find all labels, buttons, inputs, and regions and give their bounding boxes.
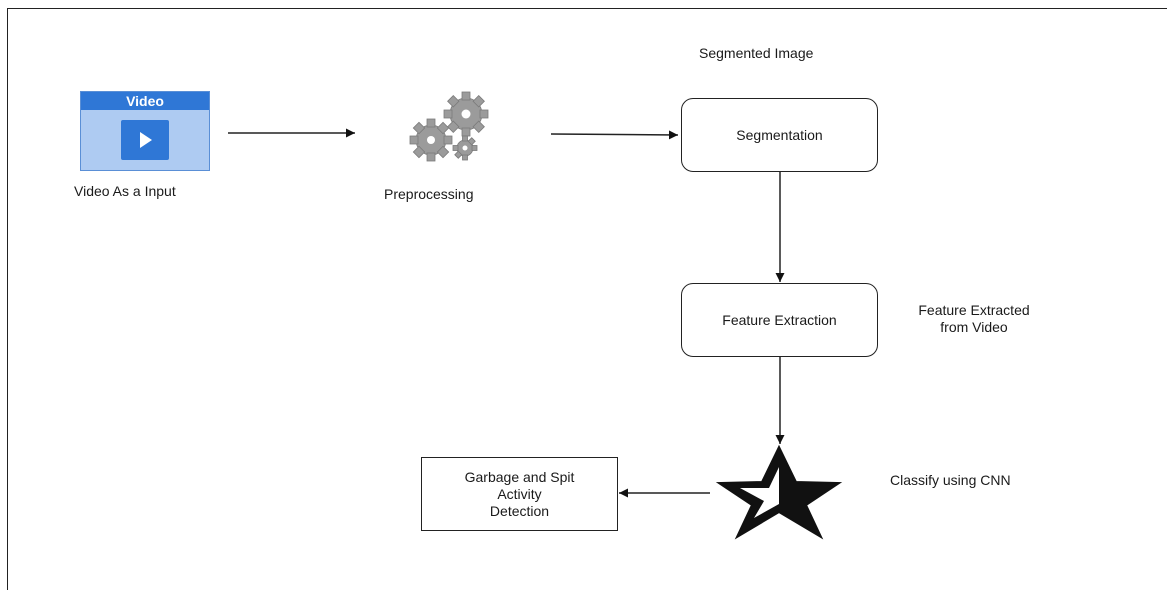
segmentation-node: Segmentation [681, 98, 878, 172]
feature-extracted-annotation-line-2: from Video [940, 319, 1008, 335]
star-inner-left [740, 467, 779, 518]
output-node: Garbage and Spit Activity Detection [421, 457, 618, 531]
segmented-image-annotation: Segmented Image [699, 45, 814, 61]
feature-extraction-node: Feature Extraction [681, 283, 878, 357]
video-icon-title: Video [81, 92, 209, 110]
play-icon [121, 120, 169, 160]
segmentation-label: Segmentation [736, 127, 823, 143]
feature-extraction-label: Feature Extraction [722, 312, 837, 328]
frame-left-border [7, 8, 8, 590]
output-label-line-3: Detection [489, 502, 550, 519]
output-label-line-1: Garbage and Spit [464, 468, 575, 485]
preprocessing-label: Preprocessing [384, 186, 474, 202]
video-input-label: Video As a Input [74, 183, 176, 199]
feature-extracted-annotation: Feature Extracted from Video [893, 302, 1055, 336]
edge-preprocessing-to-segmentation [550, 130, 679, 140]
frame-top-border [7, 8, 1167, 9]
video-player-icon: Video [80, 91, 210, 171]
output-label-line-2: Activity [497, 485, 542, 502]
feature-extracted-annotation-line-1: Feature Extracted [918, 302, 1030, 318]
classify-annotation: Classify using CNN [890, 472, 1011, 488]
